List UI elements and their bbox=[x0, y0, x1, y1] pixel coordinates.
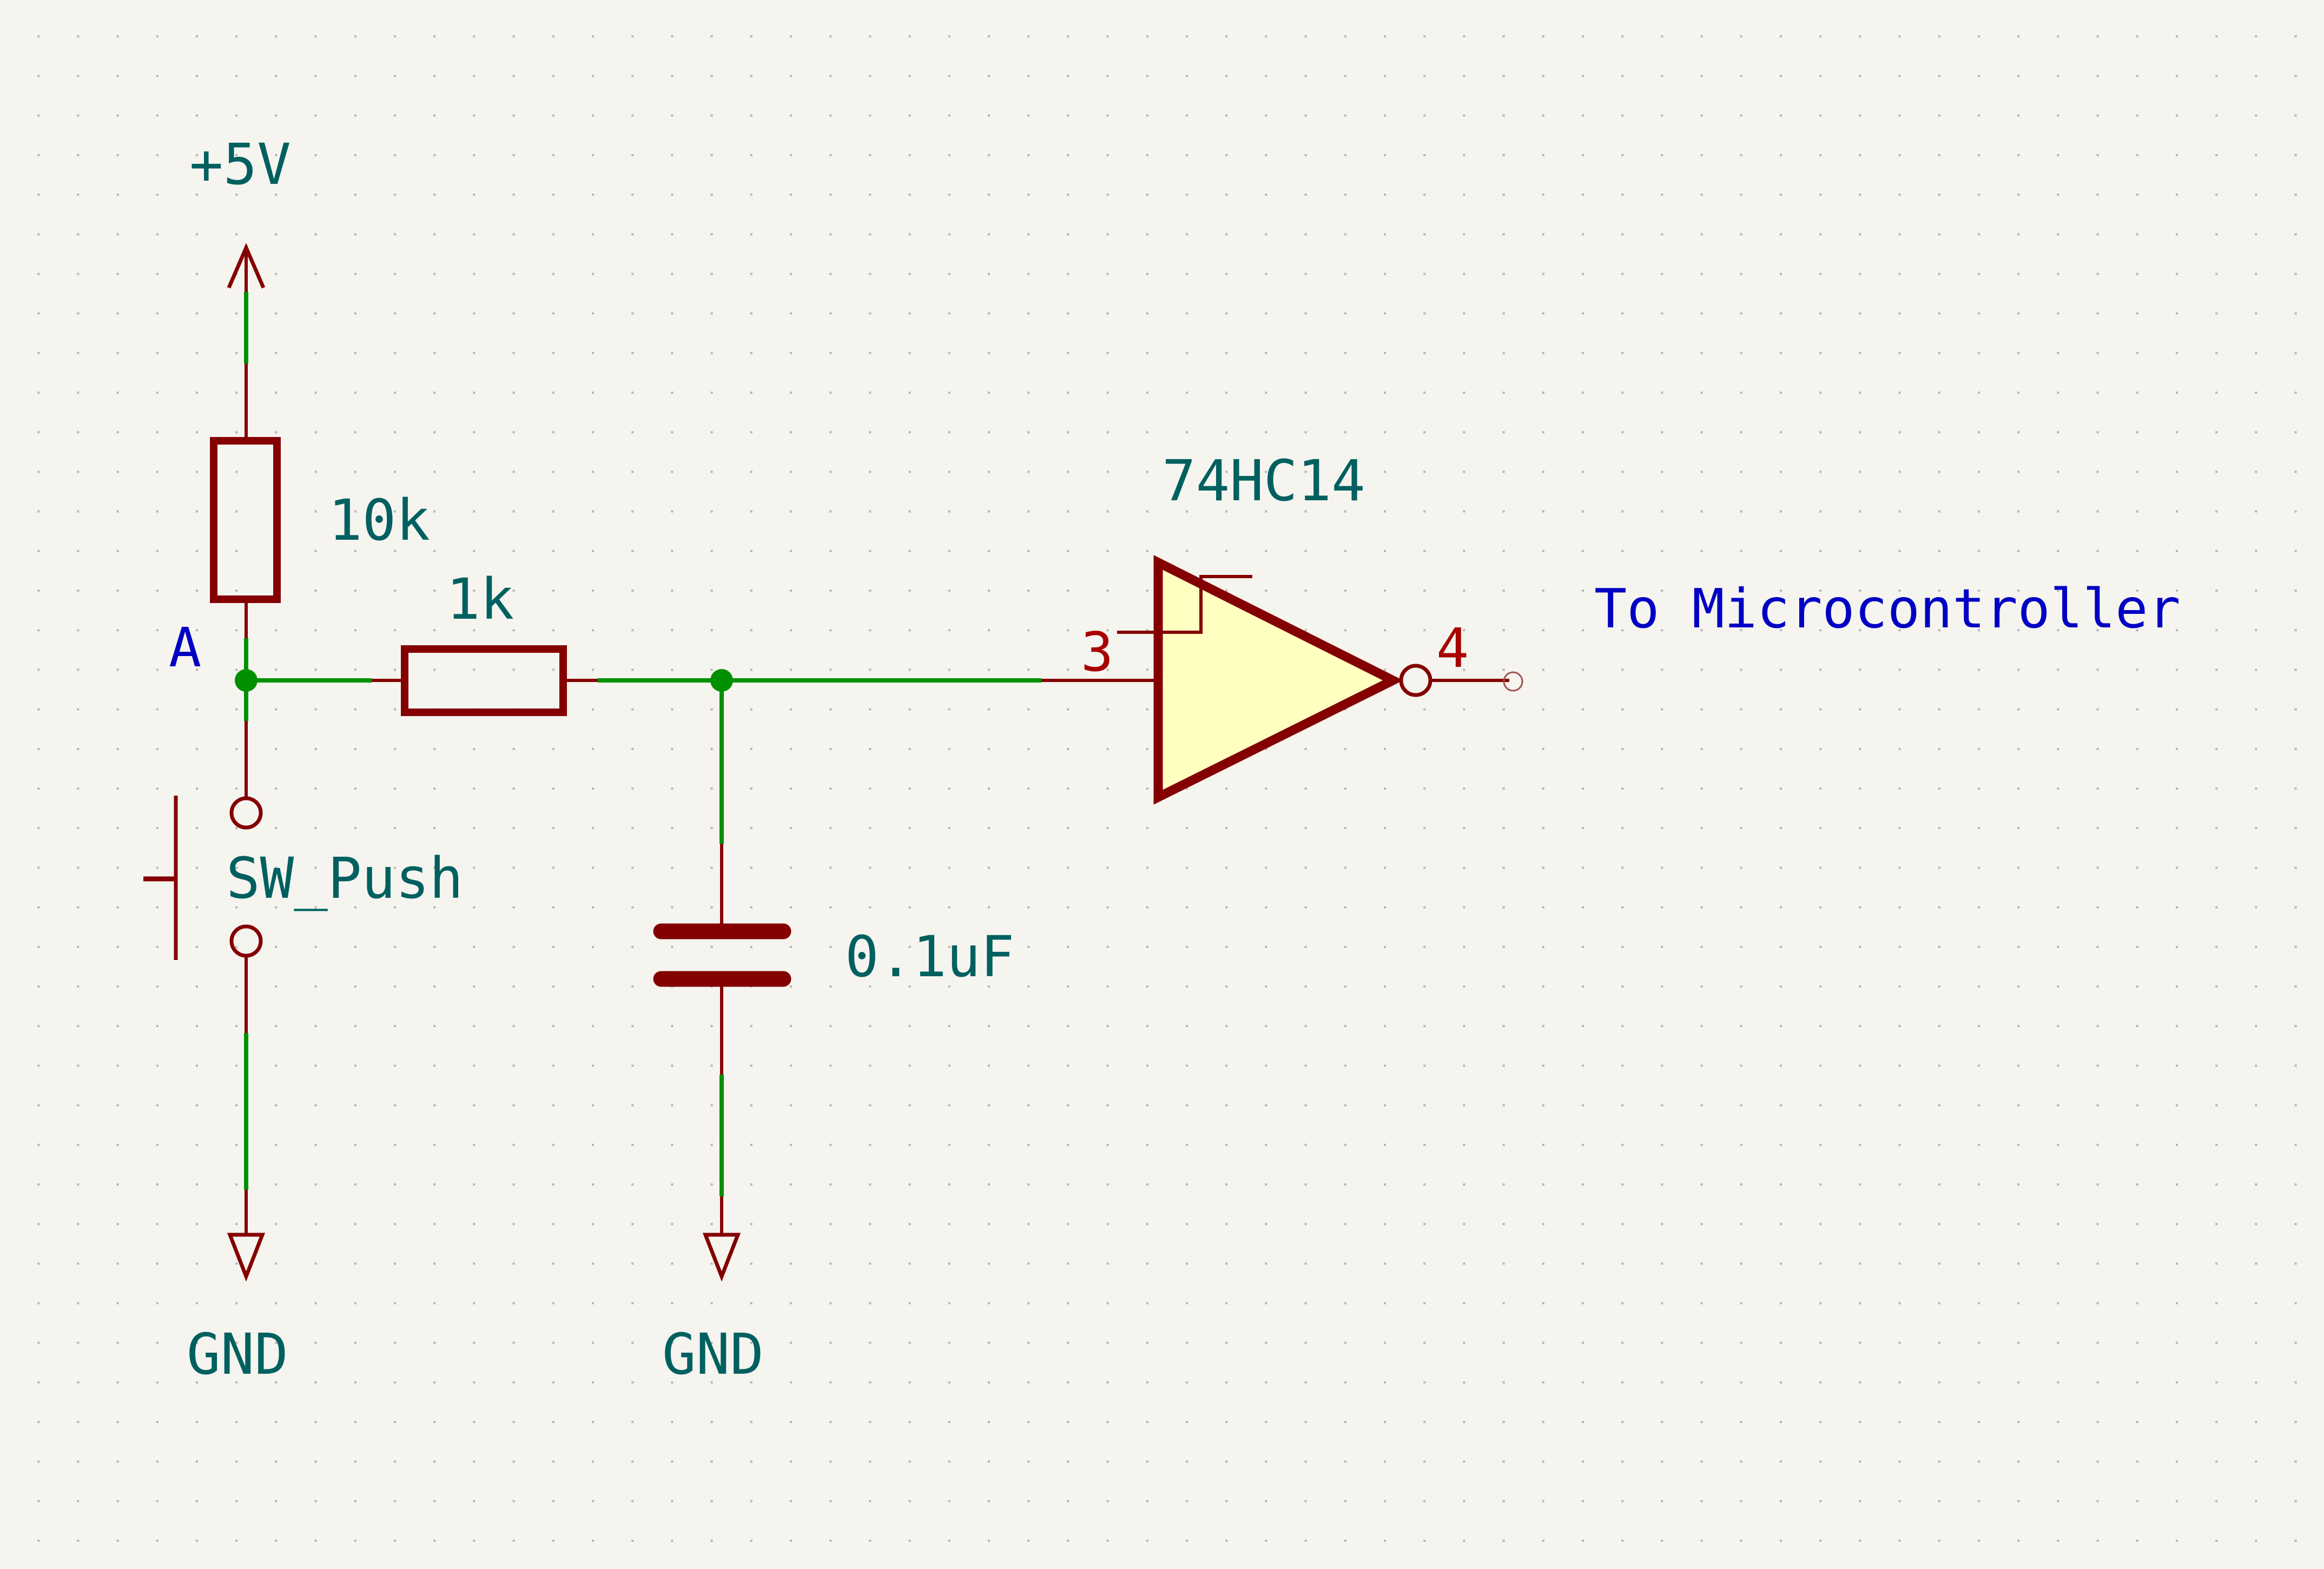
capacitor-0.1uf[interactable]: 0.1uF bbox=[653, 923, 1014, 990]
power-arrow-up-icon bbox=[227, 243, 266, 292]
switch-value: SW_Push bbox=[226, 845, 463, 911]
push-switch[interactable]: SW_Push bbox=[143, 796, 463, 960]
power-label-5v: +5V bbox=[189, 131, 291, 197]
ground-symbol-right[interactable]: GND bbox=[662, 1233, 764, 1387]
net-label-to-microcontroller[interactable]: To Microcontroller bbox=[1594, 577, 2181, 640]
power-symbol-5v[interactable]: +5V bbox=[189, 131, 291, 292]
pin-number-4: 4 bbox=[1436, 617, 1469, 680]
resistor-1k-value: 1k bbox=[446, 566, 514, 632]
capacitor-value: 0.1uF bbox=[845, 924, 1014, 990]
resistor-10k[interactable]: 10k bbox=[210, 437, 430, 603]
pin-number-3: 3 bbox=[1081, 620, 1113, 684]
ground-triangle-icon bbox=[227, 1233, 266, 1282]
ground-triangle-icon bbox=[702, 1233, 741, 1282]
resistor-1k[interactable]: 1k bbox=[401, 566, 567, 716]
inverter-74hc14[interactable]: 74HC14 bbox=[1117, 448, 1432, 805]
gnd-label-right: GND bbox=[662, 1321, 764, 1387]
inverter-triangle bbox=[1153, 555, 1404, 805]
gnd-label-left: GND bbox=[187, 1321, 288, 1387]
net-label-a[interactable]: A bbox=[169, 616, 201, 679]
unconnected-pin-marker bbox=[1503, 671, 1523, 692]
schmitt-trigger-icon bbox=[1117, 575, 1252, 634]
switch-contact-top bbox=[229, 796, 263, 830]
resistor-10k-value: 10k bbox=[328, 487, 430, 553]
ground-symbol-left[interactable]: GND bbox=[187, 1233, 288, 1387]
inverter-value: 74HC14 bbox=[1162, 448, 1365, 514]
